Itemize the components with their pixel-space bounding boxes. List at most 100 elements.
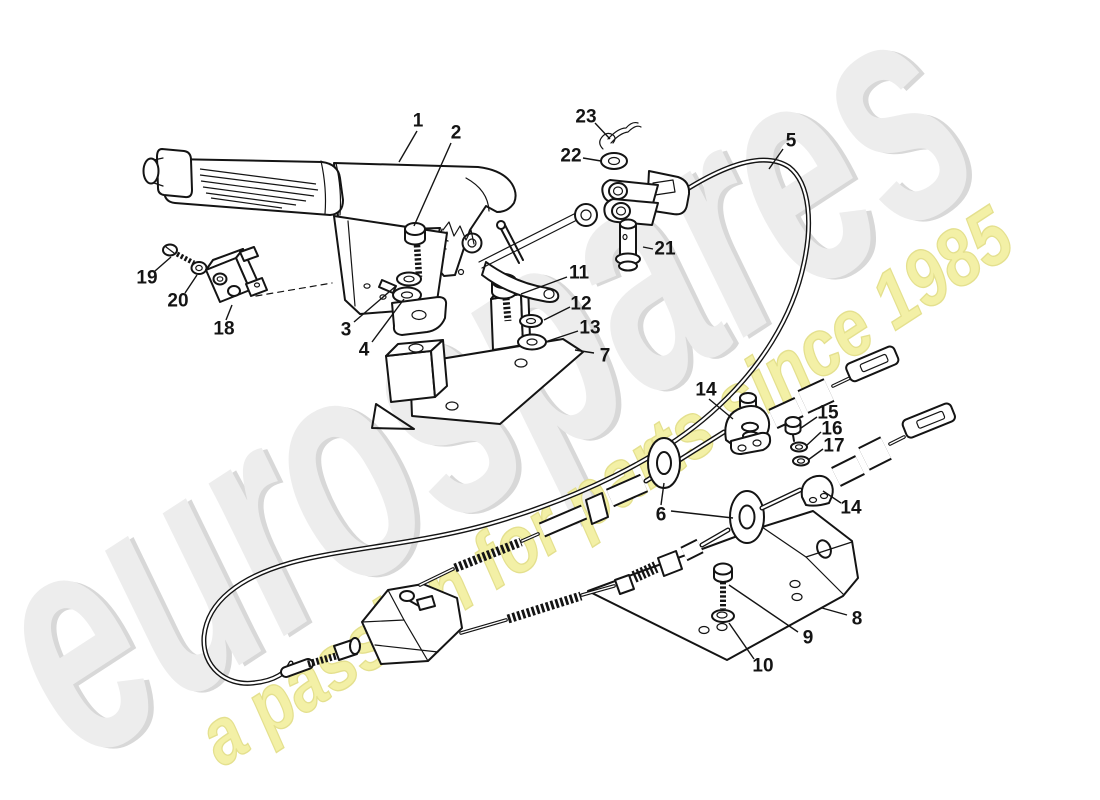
bracket-7-hole-1	[514, 358, 528, 368]
lever-hood-arc	[465, 177, 490, 212]
anchor-plate	[391, 296, 448, 336]
lower-cable-adjuster-nut	[657, 550, 683, 577]
upper-cable-spring	[453, 537, 523, 573]
equalizer-ridge	[374, 644, 439, 653]
washer-10-hole	[716, 611, 728, 619]
callout-18-leader	[225, 304, 233, 321]
callout-8-leader	[821, 607, 848, 616]
cotter-pin-23	[599, 121, 642, 150]
callout-14-label: 14	[840, 498, 862, 519]
callout-14-label: 14	[695, 380, 717, 401]
clamp-14a-bolt-head	[739, 392, 757, 404]
lever-foot-hole	[457, 268, 465, 276]
clevis-pin-21	[615, 218, 641, 272]
grip-hatching	[199, 168, 319, 209]
callout-20-label: 20	[167, 291, 188, 312]
callout-10-leader	[728, 622, 755, 660]
switch-18-hole-1	[212, 272, 228, 286]
lower-cable-rod-3-core	[889, 436, 905, 445]
callout-1-leader	[398, 130, 418, 163]
equalizer-fold-2	[403, 619, 429, 662]
switch-18-hole-2	[227, 285, 241, 297]
lower-cable-boot-2-core	[859, 438, 891, 469]
pawl-rod	[499, 224, 524, 264]
callout-6-leader-1	[670, 510, 734, 519]
clamp-14a-bracket	[730, 431, 772, 455]
pull-rod-eye	[574, 203, 598, 227]
callout-21-label: 21	[654, 239, 676, 260]
callout-14-leader	[822, 490, 842, 504]
clamp-14b-hole-1	[808, 496, 818, 504]
washer-17-hole	[796, 458, 806, 464]
bolt-15-shank	[792, 434, 795, 442]
clevis-lower-ring	[611, 202, 631, 220]
bolt-2-assembly	[378, 222, 448, 336]
callout-6-label: 6	[656, 505, 667, 526]
callout-16-label: 16	[821, 419, 842, 440]
lower-cable-rod-1-core	[460, 619, 507, 634]
lever-plate-hole-2	[379, 294, 387, 300]
washer-13	[517, 333, 547, 351]
callout-19-label: 19	[136, 268, 157, 289]
callout-5-label: 5	[786, 131, 797, 152]
clevis-upper-hole	[612, 186, 624, 196]
washer-13-hole	[526, 338, 538, 346]
equalizer-bolt-head	[399, 590, 415, 602]
screw-19-slot	[165, 246, 175, 254]
pin-21-cross-hole	[622, 233, 628, 241]
spacer-block-side	[430, 339, 448, 398]
clamp-14a-washer-1	[741, 421, 759, 433]
bracket-7-hole-2	[445, 401, 459, 411]
callout-23-leader	[594, 122, 611, 140]
rear-cable-lower	[459, 402, 956, 635]
handbrake-lever-assembly	[142, 148, 560, 315]
equalizer-bracket	[361, 583, 463, 665]
washer-22	[600, 152, 628, 170]
washer-20-hole	[195, 264, 203, 272]
front-cable-inner	[202, 159, 810, 685]
callout-2-label: 2	[451, 123, 462, 144]
bolt-9-head	[713, 562, 733, 576]
pin-21-top	[619, 218, 637, 230]
handbrake-pull-rod	[478, 203, 598, 269]
callout-17-leader	[807, 448, 824, 461]
spacer-block-front	[385, 350, 436, 403]
switch-18-hole-1-inner	[216, 276, 224, 282]
blade-terminal-slot	[916, 410, 946, 429]
pawl-rod-tip	[496, 220, 506, 230]
washer-3	[396, 271, 422, 287]
bracket-8-flange-edge	[805, 541, 853, 558]
grommet-6a-hub	[656, 451, 672, 475]
callout-14-leader	[708, 398, 734, 420]
lower-cable-segment-core	[700, 528, 730, 547]
bolt-2-shank	[413, 244, 423, 278]
grip-knob	[142, 157, 160, 185]
callout-3-leader	[353, 285, 397, 323]
callout-1-label: 1	[413, 111, 424, 132]
washer-20	[190, 261, 208, 275]
bracket-8-flange-hole	[816, 539, 832, 559]
floor-bracket-8	[587, 510, 859, 661]
upper-cable-adjuster-barrel-core	[539, 506, 587, 536]
callout-7-label: 7	[600, 346, 611, 367]
clamp-14a-hole-2	[752, 439, 762, 447]
bolt-11-shank	[502, 297, 512, 322]
adjuster-washer	[349, 637, 361, 655]
callout-16-leader	[805, 431, 822, 447]
callout-8-label: 8	[852, 609, 863, 630]
warning-switch-assembly	[162, 243, 333, 303]
pull-rod-eye-hole	[580, 209, 592, 221]
callout-12-label: 12	[570, 294, 591, 315]
upper-cable-sleeve-core	[606, 475, 648, 506]
rear-cable-upper	[418, 345, 900, 587]
callout-3-label: 3	[341, 320, 352, 341]
bracket-8-hole-1	[789, 579, 801, 589]
washer-16	[790, 441, 808, 453]
grip-knob-neck	[153, 157, 164, 187]
clamp-14b-hole-2	[819, 492, 829, 500]
pull-rod	[478, 212, 580, 269]
bolt-15-head	[784, 416, 802, 428]
anchor-plate-slot	[411, 309, 427, 321]
bracket-8-hole-2	[791, 592, 803, 602]
